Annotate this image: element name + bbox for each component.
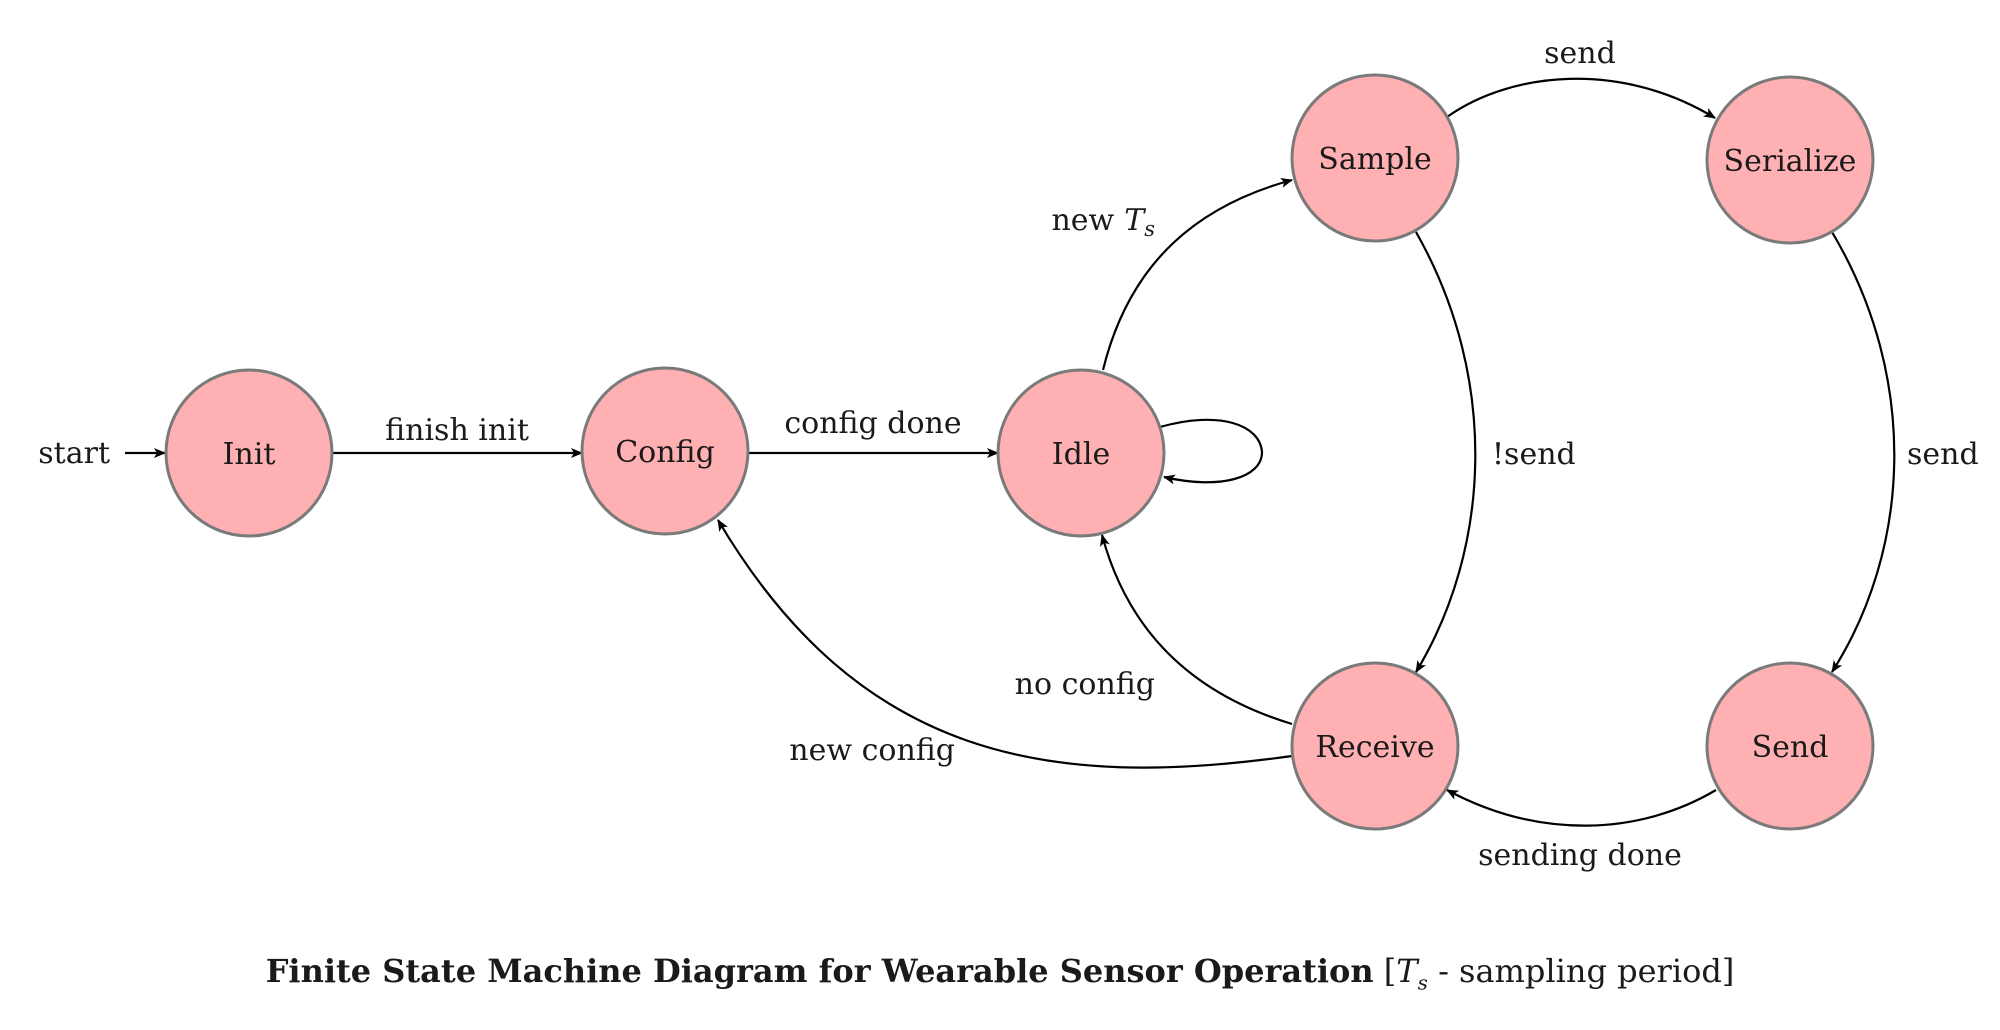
state-send: Send: [1705, 661, 1875, 831]
caption-symbol-sub: s: [1417, 970, 1428, 995]
diagram-caption: Finite State Machine Diagram for Wearabl…: [0, 952, 2000, 994]
edge-receive-idle: [1100, 534, 1293, 726]
state-receive-label: Receive: [1315, 730, 1434, 765]
edge-label-no-config: no config: [1015, 667, 1155, 702]
new-ts-sub: s: [1144, 217, 1155, 241]
state-send-label: Send: [1752, 730, 1829, 765]
state-receive: Receive: [1290, 661, 1460, 831]
state-serialize: Serialize: [1705, 75, 1875, 245]
new-ts-symbol: T: [1124, 203, 1146, 238]
state-init-label: Init: [223, 437, 276, 472]
edge-label-not-send: !send: [1492, 437, 1576, 472]
state-idle-label: Idle: [1052, 437, 1110, 472]
state-init: Init: [164, 368, 334, 538]
edge-label-send-right: send: [1907, 437, 1979, 472]
state-idle: Idle: [996, 368, 1166, 538]
state-sample-label: Sample: [1318, 142, 1431, 177]
edge-label-sending-done: sending done: [1478, 838, 1682, 873]
caption-rest: - sampling period]: [1427, 952, 1735, 990]
edge-send-receive: [1446, 789, 1717, 827]
edge-label-send-top: send: [1544, 36, 1616, 71]
state-serialize-label: Serialize: [1724, 144, 1857, 179]
new-ts-prefix: new: [1051, 203, 1114, 238]
edge-label-new-config: new config: [789, 733, 955, 768]
caption-open-bracket: [: [1383, 952, 1397, 990]
state-config-label: Config: [615, 435, 715, 470]
edge-idle-self-loop: [1159, 418, 1264, 485]
state-sample: Sample: [1290, 73, 1460, 243]
edge-idle-sample: [1101, 178, 1293, 371]
edge-sample-receive: [1415, 231, 1477, 673]
edge-label-finish-init: finish init: [385, 413, 529, 448]
state-config: Config: [580, 366, 750, 536]
edge-sample-serialize: [1446, 77, 1716, 119]
caption-symbol: T: [1396, 952, 1418, 990]
edge-label-start: start: [38, 436, 110, 471]
edge-serialize-send: [1831, 231, 1896, 673]
caption-title: Finite State Machine Diagram for Wearabl…: [265, 952, 1374, 990]
edge-label-new-ts: new Ts: [1051, 203, 1155, 241]
edge-receive-config: [717, 519, 1293, 769]
edge-label-config-done: config done: [784, 406, 961, 441]
